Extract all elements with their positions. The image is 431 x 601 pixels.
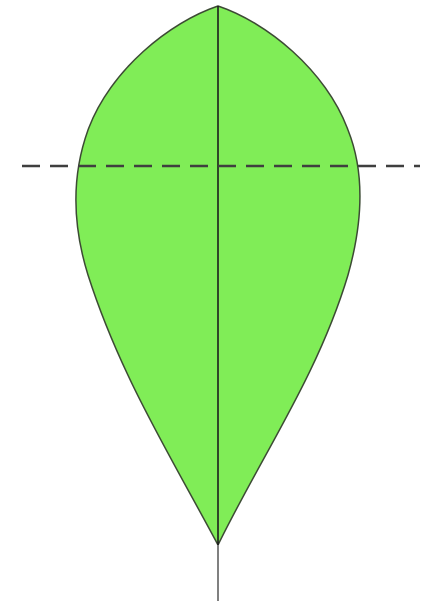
- leaf-diagram: [0, 0, 431, 601]
- leaf-diagram-svg: [0, 0, 431, 601]
